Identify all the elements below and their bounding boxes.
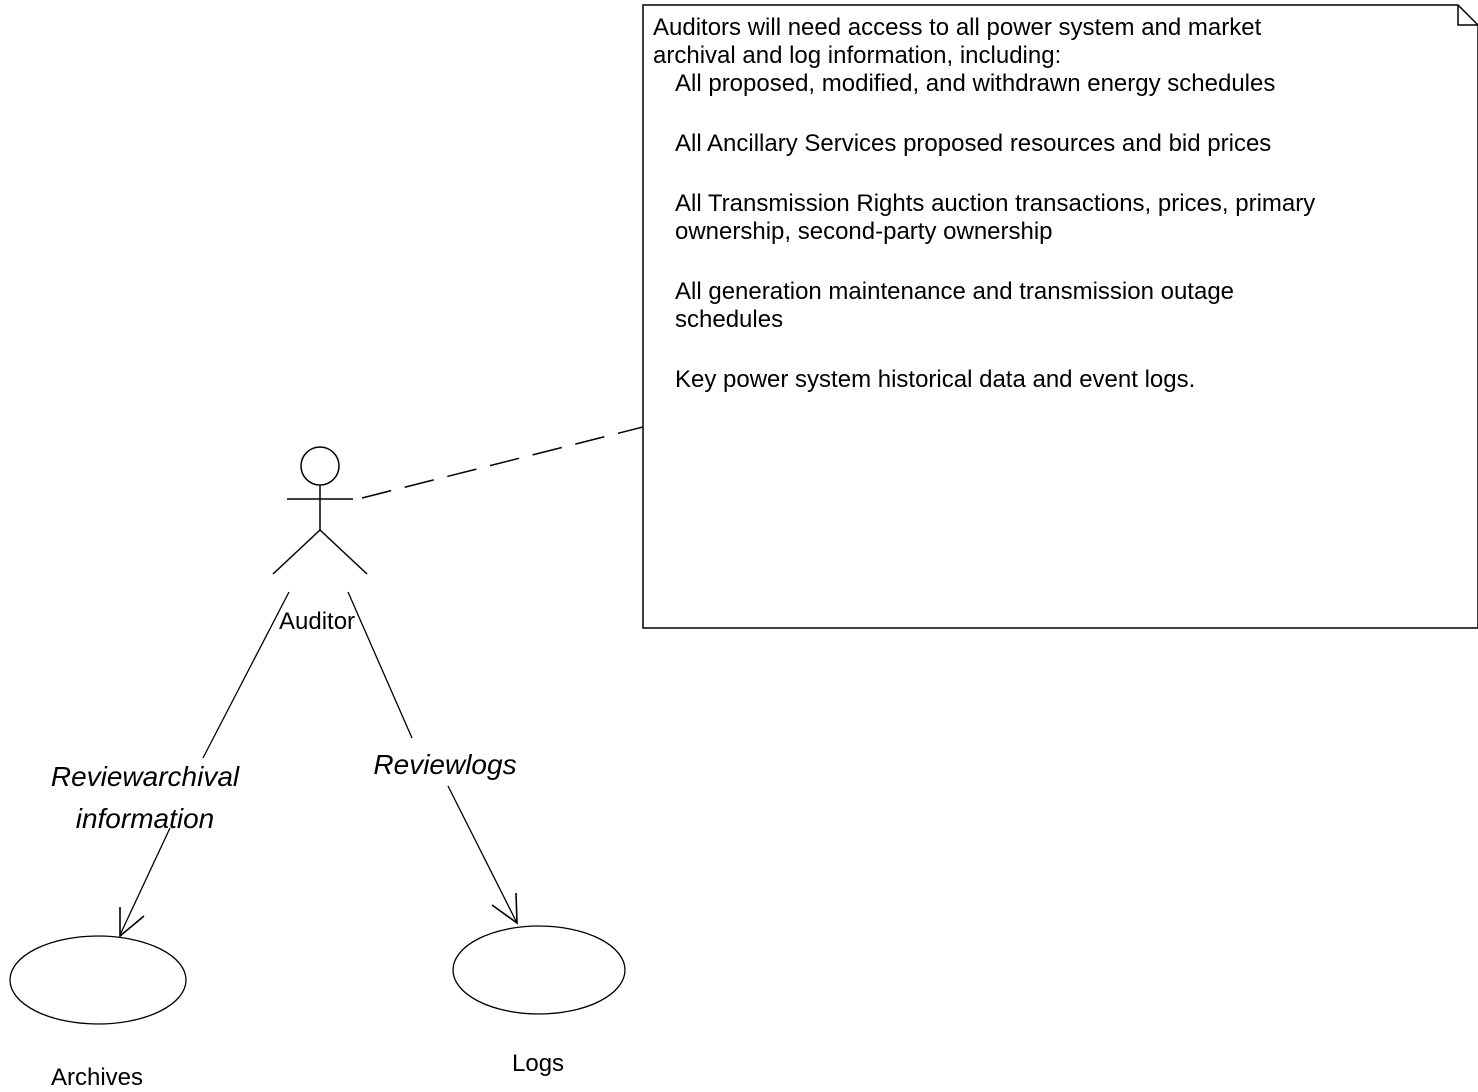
use-case-archives-label: Archives <box>51 1064 144 1091</box>
association-label-logs: Reviewlogs <box>373 749 517 780</box>
association-line-logs-lower[interactable] <box>447 785 518 924</box>
note-item-outage-schedules: All generation maintenance and transmiss… <box>675 278 1235 333</box>
actor-left-leg <box>272 529 321 575</box>
actor-head <box>300 446 340 486</box>
arrowhead-logs <box>491 892 518 925</box>
association-label-archival-line2: information <box>75 803 215 834</box>
association-label-archival: Reviewarchival information <box>30 756 260 840</box>
note-intro: Auditors will need access to all power s… <box>653 14 1262 69</box>
association-label-archival-line1: Reviewarchival <box>50 761 240 792</box>
use-case-logs-label: Logs <box>512 1050 565 1077</box>
note-content: Auditors will need access to all power s… <box>653 14 1453 426</box>
arrowhead-archives <box>119 907 145 938</box>
actor-figure[interactable] <box>272 446 368 575</box>
actor-right-leg <box>319 529 368 575</box>
note-item-transmission-rights: All Transmission Rights auction transact… <box>675 190 1316 245</box>
note-item-historical-data: Key power system historical data and eve… <box>675 366 1196 393</box>
association-line-logs-upper[interactable] <box>347 591 413 739</box>
use-case-archives-ellipse[interactable] <box>9 935 187 1025</box>
actor-label: Auditor <box>279 608 356 635</box>
note-box <box>642 4 1478 629</box>
note-anchor-line <box>361 426 644 499</box>
note-item-ancillary-services: All Ancillary Services proposed resource… <box>675 130 1272 157</box>
note-fold-corner <box>1457 5 1478 26</box>
association-line-archives-upper[interactable] <box>202 591 290 759</box>
association-line-archives-lower[interactable] <box>119 827 171 936</box>
use-case-logs-ellipse[interactable] <box>452 925 626 1015</box>
note-item-energy-schedules: All proposed, modified, and withdrawn en… <box>675 70 1276 97</box>
